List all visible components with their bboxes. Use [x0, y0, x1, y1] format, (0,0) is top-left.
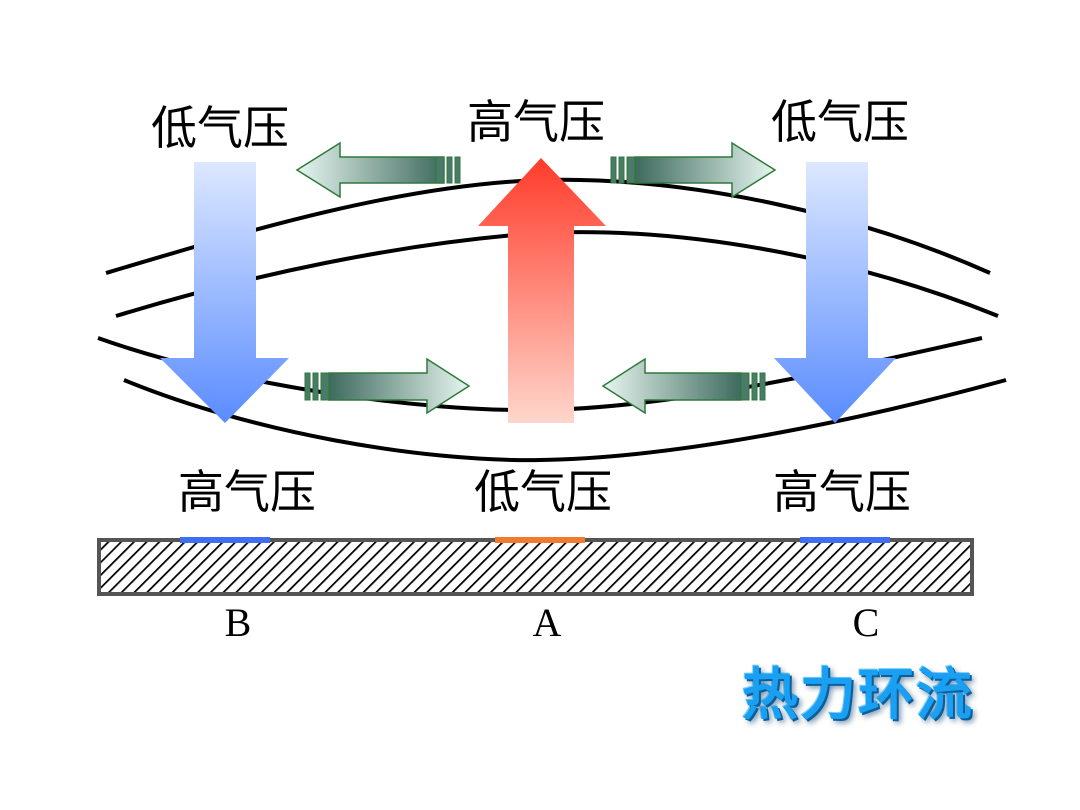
sinking-air-arrow-right [774, 162, 896, 423]
upper-flow-arrow-left [295, 141, 461, 199]
rising-air-arrow-center [478, 158, 606, 423]
sinking-air-arrow-left [160, 162, 289, 423]
warm-ground-marker-center [495, 537, 585, 543]
point-label-b: B [224, 600, 252, 645]
label-low-pressure-upper-left: 低气压 [151, 101, 289, 155]
upper-flow-arrow-right [610, 141, 777, 199]
label-low-pressure-upper-right: 低气压 [771, 95, 909, 149]
label-low-pressure-lower-center: 低气压 [474, 465, 612, 519]
lower-flow-arrow-left [304, 357, 471, 415]
label-high-pressure-upper-center: 高气压 [467, 95, 605, 149]
isobar-lower-2 [123, 378, 1007, 463]
diagram-title: 热力环流 [742, 663, 974, 728]
label-high-pressure-lower-right: 高气压 [773, 465, 911, 519]
cool-ground-marker-right [800, 537, 890, 543]
label-high-pressure-lower-left: 高气压 [178, 465, 316, 519]
cool-ground-marker-left [180, 537, 270, 543]
ground-surface [97, 538, 974, 596]
point-label-a: A [532, 600, 562, 645]
point-label-c: C [852, 600, 880, 645]
lower-flow-arrow-right [601, 357, 766, 415]
